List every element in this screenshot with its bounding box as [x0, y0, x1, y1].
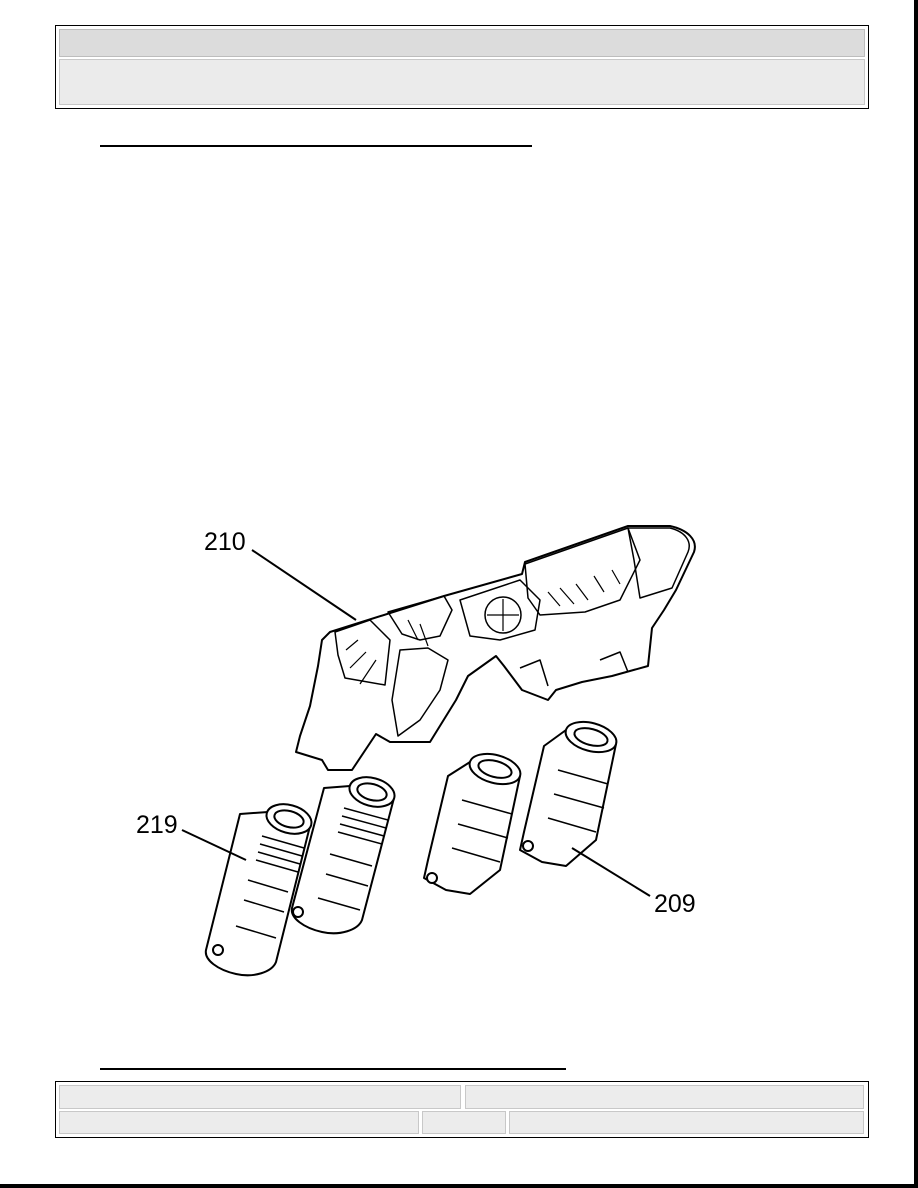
plain-lifter-1	[423, 752, 522, 895]
footer-cell-bottom-right	[509, 1111, 864, 1134]
callout-210: 210	[204, 528, 246, 556]
header-subtitle-bar	[59, 59, 865, 105]
lifter-guide-housing	[295, 525, 696, 771]
leader-line-210	[251, 549, 357, 621]
bottom-rule	[100, 1068, 566, 1070]
plain-lifter-2	[519, 720, 618, 867]
leader-line-219	[181, 829, 247, 861]
footer-cell-right	[465, 1085, 864, 1109]
threaded-lifter-2	[290, 776, 396, 935]
footer-box	[55, 1081, 869, 1138]
callout-209: 209	[654, 890, 696, 918]
callout-219: 219	[136, 811, 178, 839]
header-title-bar	[59, 29, 865, 57]
footer-cell-left	[59, 1085, 461, 1109]
footer-cell-bottom-left	[59, 1111, 419, 1134]
footer-cell-bottom-middle	[422, 1111, 506, 1134]
header-box	[55, 25, 869, 109]
top-rule	[100, 145, 532, 147]
leader-line-209	[571, 847, 651, 897]
